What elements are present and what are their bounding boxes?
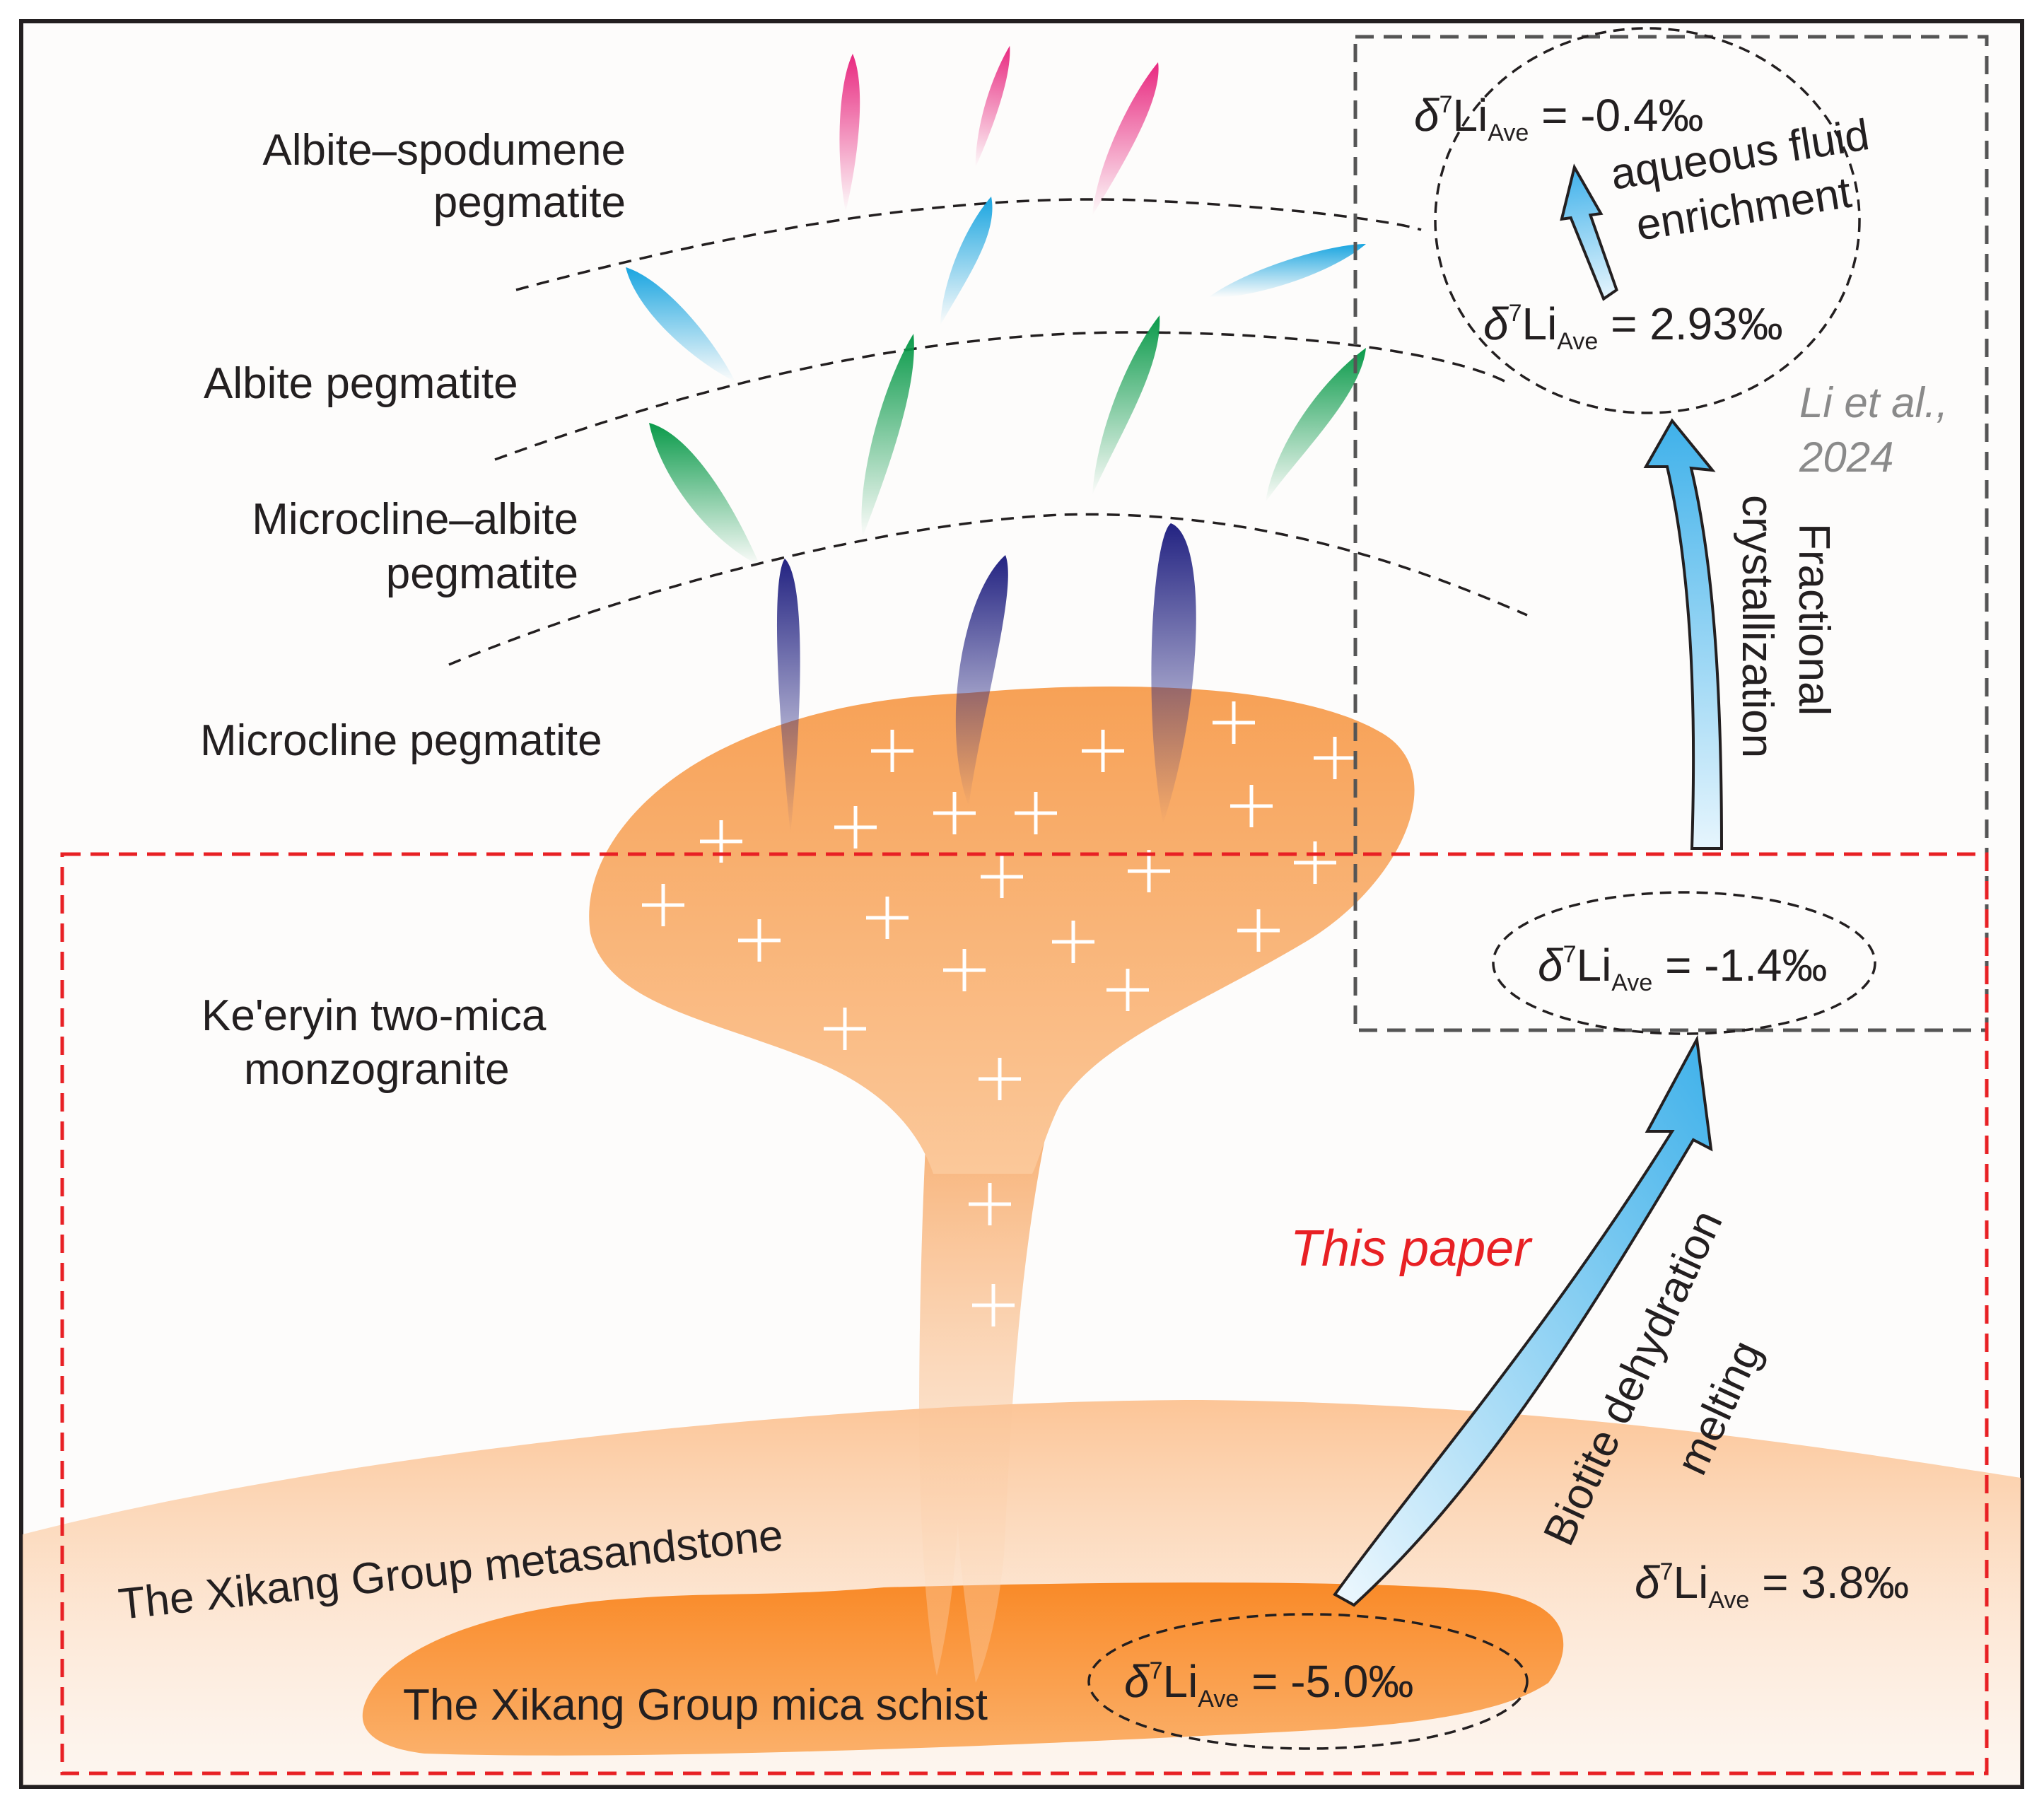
label-mica-schist: The Xikang Group mica schist xyxy=(403,1681,988,1730)
isotope-values: δ7LiAve = -0.4‰ δ7LiAve = 2.93‰ δ7LiAve … xyxy=(1124,90,1909,1713)
green-dike xyxy=(1092,315,1160,495)
label-fractional-2: crystallization xyxy=(1733,495,1782,758)
blue-dike xyxy=(1209,244,1366,298)
zone-boundary-lines xyxy=(448,198,1528,666)
this-paper-frame xyxy=(60,852,1989,1775)
citation-line-2: 2024 xyxy=(1799,433,1893,481)
upper-isotope-ellipse xyxy=(1434,27,1861,414)
label-fractional-1: Fractional xyxy=(1789,523,1838,716)
navy-dike xyxy=(955,555,1008,806)
pink-dike xyxy=(839,54,860,212)
pink-dike xyxy=(975,45,1010,168)
label-albite: Albite pegmatite xyxy=(204,359,518,408)
annotations: Li et al., 2024 This paper xyxy=(1290,379,1948,1277)
label-microcline: Microcline pegmatite xyxy=(200,716,602,765)
mica-schist-body xyxy=(362,1582,1564,1756)
granite-feeder-stem xyxy=(919,1131,1046,1683)
isotope-schist: δ7LiAve = -5.0‰ xyxy=(1124,1656,1414,1713)
green-dike xyxy=(861,334,914,537)
granite-isotope-ellipse xyxy=(1492,891,1876,1035)
label-monzogranite-1: Ke'eryin two-mica xyxy=(202,991,547,1040)
green-dike xyxy=(1266,348,1366,502)
citation-line-1: Li et al., xyxy=(1799,379,1948,426)
pink-dike xyxy=(1092,62,1159,216)
aqueous-enrichment-arrow xyxy=(1560,163,1618,301)
microcline-albite-dikes xyxy=(649,315,1366,566)
isotope-ellipses xyxy=(1087,27,1876,1750)
label-microcline-albite-2: pegmatite xyxy=(386,549,578,598)
blue-dike xyxy=(626,267,735,382)
schist-isotope-ellipse xyxy=(1087,1613,1529,1750)
navy-dike xyxy=(776,559,800,834)
label-albite-spodumene-2: pegmatite xyxy=(433,178,626,227)
this-paper-label: This paper xyxy=(1290,1220,1533,1277)
label-microcline-albite-1: Microcline–albite xyxy=(252,495,578,544)
blue-dike xyxy=(940,197,993,325)
citation-frame xyxy=(1353,35,1989,1032)
granite-texture-crosses xyxy=(642,701,1356,1326)
isotope-metasandstone: δ7LiAve = 3.8‰ xyxy=(1635,1557,1909,1614)
albite-dikes xyxy=(626,197,1366,382)
fractional-crystallization-arrow xyxy=(1643,418,1724,850)
isotope-upper: δ7LiAve = 2.93‰ xyxy=(1483,298,1783,355)
label-monzogranite-2: monzogranite xyxy=(244,1045,510,1094)
isotope-top: δ7LiAve = -0.4‰ xyxy=(1414,90,1704,146)
albite-spodumene-dikes xyxy=(839,45,1159,216)
label-albite-spodumene-1: Albite–spodumene xyxy=(262,126,626,175)
biotite-melting-arrow xyxy=(1333,1034,1713,1607)
granite-body xyxy=(589,686,1415,1174)
navy-dike xyxy=(1151,523,1196,824)
green-dike xyxy=(649,423,760,566)
microcline-dikes xyxy=(776,523,1196,834)
isotope-granite: δ7LiAve = -1.4‰ xyxy=(1538,940,1828,996)
